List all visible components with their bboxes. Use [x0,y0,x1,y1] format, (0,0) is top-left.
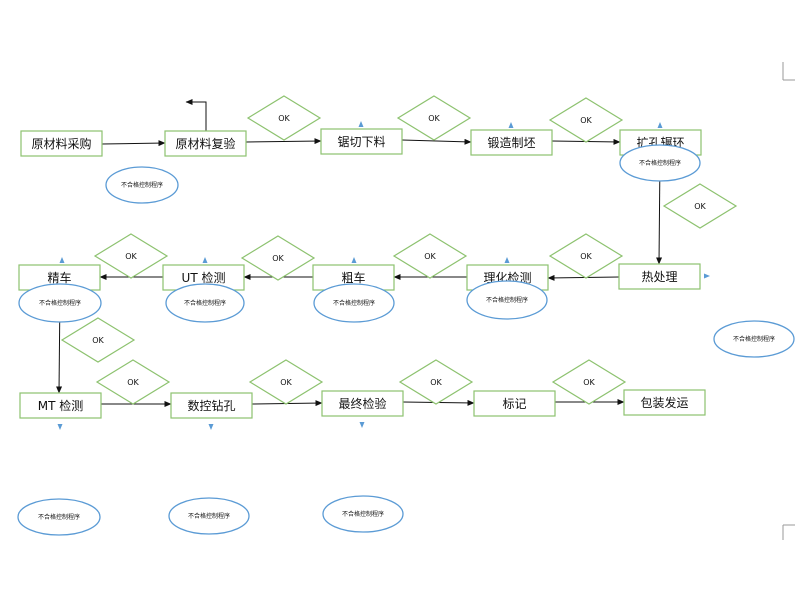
ok-decision: OK [398,359,474,405]
ok-decision: OK [93,233,169,279]
nonconforming-control-ellipse: 不合格控制程序 [619,144,701,182]
process-step-label: 原材料复验 [175,136,235,151]
ok-label: OK [280,378,292,387]
nonconforming-label: 不合格控制程序 [39,299,81,307]
ok-decision: OK [60,317,136,363]
process-step-label: 粗车 [341,270,365,285]
ok-decision: OK [662,183,738,229]
feedback-marker-right [704,273,710,279]
ok-decision: OK [246,95,322,141]
feedback-marker-up [351,257,357,263]
process-step-label: 数控钻孔 [187,398,235,413]
nonconforming-control-ellipse: 不合格控制程序 [165,283,245,323]
process-step-label: 精车 [47,270,71,285]
ok-decision: OK [95,359,171,405]
ok-label: OK [580,252,592,261]
nonconforming-control-ellipse: 不合格控制程序 [313,283,395,323]
nonconforming-control-ellipse: 不合格控制程序 [105,166,179,204]
process-step-label: 包装发运 [640,395,688,410]
ok-label: OK [583,378,595,387]
nonconforming-label: 不合格控制程序 [342,510,384,518]
process-step-s8: 粗车 [312,264,395,291]
ok-label: OK [272,254,284,263]
ok-decision: OK [396,95,472,141]
ok-label: OK [278,114,290,123]
nonconforming-control-ellipse: 不合格控制程序 [17,498,101,536]
ok-label: OK [694,202,706,211]
flow-arrow-s3-s4 [401,138,472,145]
nonconforming-control-ellipse: 不合格控制程序 [322,495,404,533]
ok-decision: OK [240,235,316,281]
process-step-s15: 包装发运 [623,389,706,416]
process-step-label: 锻造制坯 [487,136,535,150]
flow-arrow-s2-s3 [245,138,322,145]
feedback-marker-down [57,424,63,430]
process-step-s14: 标记 [473,390,556,417]
ok-label: OK [430,378,442,387]
nonconforming-label: 不合格控制程序 [184,299,226,307]
ok-label: OK [92,336,104,345]
process-step-s2: 原材料复验 [164,130,247,157]
feedback-marker-up [202,257,208,263]
ok-decision: OK [548,233,624,279]
ok-label: OK [428,114,440,123]
feedback-marker-up [657,122,663,128]
nonconforming-control-ellipse: 不合格控制程序 [168,497,250,535]
process-step-label: UT 检测 [182,270,226,285]
process-step-label: 锯切下料 [337,134,385,149]
nonconforming-label: 不合格控制程序 [188,512,230,520]
ok-decision: OK [392,233,468,279]
process-step-s4: 锻造制坯 [470,129,553,156]
nonconforming-label: 不合格控制程序 [121,181,163,189]
return-arrow [185,99,207,131]
feedback-marker-up [508,122,514,128]
nonconforming-control-ellipse: 不合格控制程序 [466,280,548,320]
flow-arrow-s1-s2 [101,140,166,147]
crop-mark-bottom-right [782,524,795,540]
process-step-s3: 锯切下料 [320,128,403,155]
ok-decision: OK [248,359,324,405]
ok-label: OK [127,378,139,387]
feedback-marker-up [504,257,510,263]
crop-mark-top-right [782,62,795,81]
nonconforming-label: 不合格控制程序 [333,299,375,307]
process-step-s6: 热处理 [618,263,701,290]
process-step-label: 标记 [502,397,526,411]
process-step-s1: 原材料采购 [20,130,103,157]
feedback-marker-down [359,422,365,428]
nonconforming-control-ellipse: 不合格控制程序 [713,320,795,358]
nonconforming-control-ellipse: 不合格控制程序 [18,283,102,323]
process-step-label: 热处理 [641,270,677,284]
process-step-s11: MT 检测 [19,392,102,419]
process-step-s12: 数控钻孔 [170,392,253,419]
ok-decision: OK [548,97,624,143]
nonconforming-label: 不合格控制程序 [639,159,681,167]
process-step-label: 最终检验 [338,396,386,411]
feedback-markers-layer [57,121,710,430]
feedback-marker-up [59,257,65,263]
flow-arrow-s6-s7 [547,274,620,281]
process-step-s13: 最终检验 [321,390,404,417]
nonconforming-label: 不合格控制程序 [486,296,528,304]
ok-label: OK [125,252,137,261]
process-step-label: MT 检测 [38,398,84,413]
nonconforming-label: 不合格控制程序 [38,513,80,521]
feedback-marker-down [208,424,214,430]
nonconforming-label: 不合格控制程序 [733,335,775,343]
ok-decision: OK [551,359,627,405]
process-step-s10: 精车 [18,264,101,291]
process-step-label: 原材料采购 [31,136,91,151]
ok-label: OK [424,252,436,261]
feedback-marker-up [358,121,364,127]
process-step-s9: UT 检测 [162,264,245,291]
ok-label: OK [580,116,592,125]
